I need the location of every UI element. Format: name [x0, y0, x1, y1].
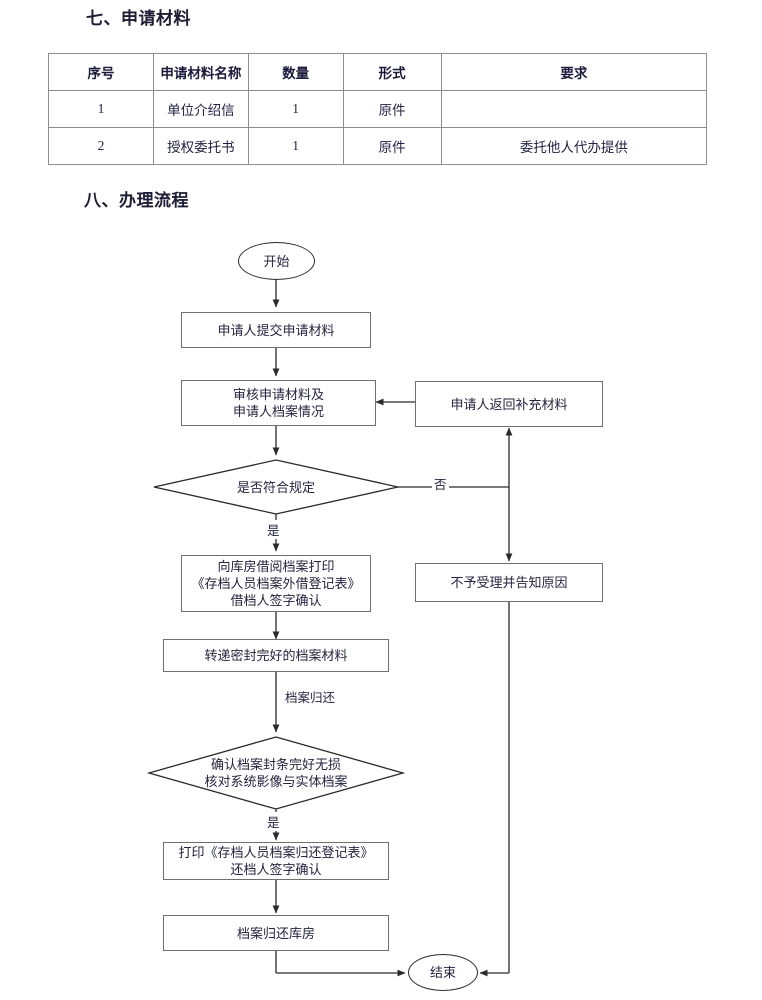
cell-req: 委托他人代办提供	[440, 127, 708, 165]
cell-name: 单位介绍信	[152, 90, 249, 128]
table-row: 2 授权委托书 1 原件 委托他人代办提供	[48, 127, 708, 165]
flow-node-submit: 申请人提交申请材料	[181, 312, 371, 348]
cell-name: 授权委托书	[152, 127, 249, 165]
cell-form: 原件	[342, 127, 442, 165]
col-header-form: 形式	[342, 53, 442, 91]
table-row: 1 单位介绍信 1 原件	[48, 90, 708, 128]
flow-node-start: 开始	[238, 242, 315, 280]
flow-node-store: 档案归还库房	[163, 915, 389, 951]
table-header-row: 序号 申请材料名称 数量 形式 要求	[48, 53, 708, 91]
edge-label-yes-2: 是	[265, 812, 282, 831]
section-heading-flow: 八、办理流程	[84, 191, 189, 211]
cell-seq: 2	[48, 127, 154, 165]
cell-qty: 1	[247, 127, 344, 165]
flow-node-print-return: 打印《存档人员档案归还登记表》 还档人签字确认	[163, 842, 389, 880]
edge-label-archive-return: 档案归还	[283, 687, 338, 706]
cell-qty: 1	[247, 90, 344, 128]
flow-node-reject: 不予受理并告知原因	[415, 563, 603, 602]
flow-node-end: 结束	[408, 954, 478, 991]
col-header-seq: 序号	[48, 53, 154, 91]
col-header-name: 申请材料名称	[152, 53, 249, 91]
flow-node-review: 审核申请材料及 申请人档案情况	[181, 380, 376, 426]
decision-label-1: 是否符合规定	[236, 479, 315, 495]
flow-node-resubmit: 申请人返回补充材料	[415, 381, 603, 427]
edge-label-no: 否	[432, 474, 449, 493]
decision-label-2: 确认档案封条完好无损 核对系统影像与实体档案	[204, 757, 348, 789]
col-header-qty: 数量	[247, 53, 344, 91]
flow-node-transfer: 转递密封完好的档案材料	[163, 639, 389, 672]
section-heading-materials: 七、申请材料	[86, 9, 191, 29]
materials-table: 序号 申请材料名称 数量 形式 要求 1 单位介绍信 1 原件 2 授权委托书 …	[48, 53, 708, 165]
flow-node-decision-compliance: 是否符合规定	[154, 460, 398, 514]
edge-label-yes-1: 是	[265, 520, 282, 539]
flow-node-decision-verify: 确认档案封条完好无损 核对系统影像与实体档案	[149, 737, 403, 809]
flow-node-borrow: 向库房借阅档案打印 《存档人员档案外借登记表》 借档人签字确认	[181, 555, 371, 612]
